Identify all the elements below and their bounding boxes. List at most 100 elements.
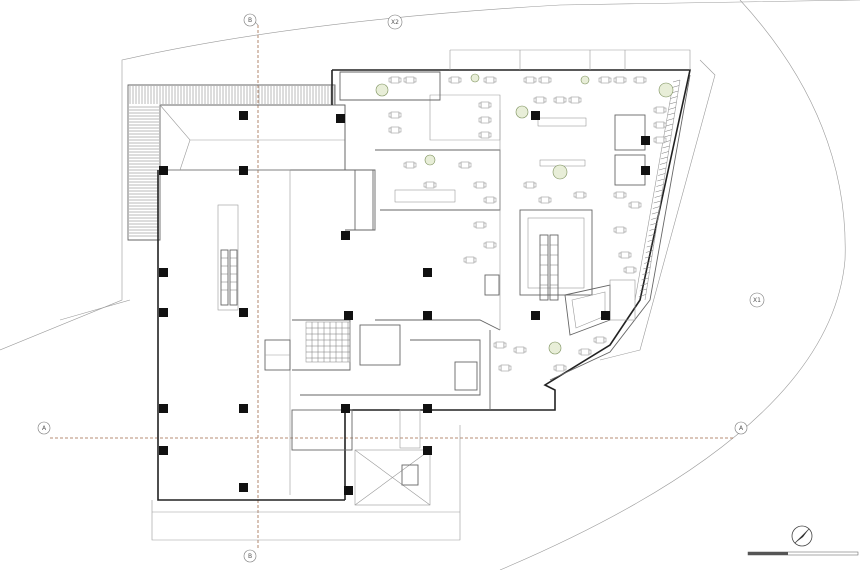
column: [159, 166, 168, 175]
escalator-right: [539, 234, 559, 301]
table: [595, 336, 605, 344]
chair: [548, 77, 552, 83]
chair: [628, 202, 632, 208]
table: [620, 251, 630, 259]
table: [480, 116, 490, 124]
table: [495, 341, 505, 349]
table: [615, 76, 625, 84]
chair: [503, 342, 507, 348]
table: [655, 121, 665, 129]
chair: [653, 122, 657, 128]
table: [540, 76, 550, 84]
chair: [498, 365, 502, 371]
column: [423, 404, 432, 413]
timber-deck: [127, 84, 336, 241]
table: [555, 364, 565, 372]
chair: [463, 257, 467, 263]
column: [336, 114, 345, 123]
chair: [508, 365, 512, 371]
table: [480, 131, 490, 139]
chair: [613, 77, 617, 83]
table: [485, 76, 495, 84]
chair: [388, 112, 392, 118]
table: [525, 181, 535, 189]
chair: [553, 97, 557, 103]
chair: [388, 77, 392, 83]
column: [341, 404, 350, 413]
chair: [573, 192, 577, 198]
chair: [613, 192, 617, 198]
chair: [613, 227, 617, 233]
chair: [423, 182, 427, 188]
column: [423, 446, 432, 455]
grid-bubble-x1: X1: [749, 292, 765, 308]
chair: [448, 77, 452, 83]
table: [625, 266, 635, 274]
chair: [413, 162, 417, 168]
chair: [483, 222, 487, 228]
chair: [493, 77, 497, 83]
chair: [633, 77, 637, 83]
column: [239, 483, 248, 492]
chair: [398, 127, 402, 133]
chair: [663, 107, 667, 113]
chair: [403, 77, 407, 83]
chair: [663, 137, 667, 143]
chair: [473, 222, 477, 228]
column: [239, 308, 248, 317]
chair: [433, 182, 437, 188]
chair: [513, 347, 517, 353]
service-grid: [305, 274, 500, 391]
column: [641, 136, 650, 145]
chair: [493, 197, 497, 203]
grid-label-x2: X2: [391, 19, 399, 26]
column: [159, 446, 168, 455]
chair: [493, 242, 497, 248]
column: [159, 268, 168, 277]
chair: [473, 257, 477, 263]
table: [405, 161, 415, 169]
column: [239, 166, 248, 175]
chair: [458, 77, 462, 83]
chair: [623, 77, 627, 83]
column: [641, 166, 650, 175]
bar-counter: [537, 117, 587, 127]
stair-core-bottom: [264, 169, 431, 506]
chair: [578, 97, 582, 103]
chair: [398, 77, 402, 83]
chair: [483, 197, 487, 203]
table: [535, 96, 545, 104]
table: [630, 201, 640, 209]
chair: [538, 197, 542, 203]
chair: [538, 77, 542, 83]
column: [423, 268, 432, 277]
column: [531, 311, 540, 320]
chair: [633, 267, 637, 273]
chair: [468, 162, 472, 168]
grid-label-a-left: A: [42, 425, 47, 432]
chair: [533, 77, 537, 83]
grid-bubble-a-left: A: [37, 421, 51, 435]
table: [425, 181, 435, 189]
chair: [568, 97, 572, 103]
column: [344, 486, 353, 495]
chair: [563, 97, 567, 103]
table: [405, 76, 415, 84]
chair: [643, 77, 647, 83]
chair: [483, 182, 487, 188]
column: [239, 111, 248, 120]
chair: [623, 267, 627, 273]
grid-bubble-b-top: B: [243, 13, 257, 27]
table: [635, 76, 645, 84]
column: [159, 404, 168, 413]
chair: [478, 102, 482, 108]
chair: [543, 97, 547, 103]
planters: [375, 73, 674, 355]
table: [450, 76, 460, 84]
table: [390, 76, 400, 84]
chair: [458, 162, 462, 168]
chair: [488, 117, 492, 123]
scale-bar-icon: [747, 551, 859, 556]
table: [555, 96, 565, 104]
chair: [598, 77, 602, 83]
